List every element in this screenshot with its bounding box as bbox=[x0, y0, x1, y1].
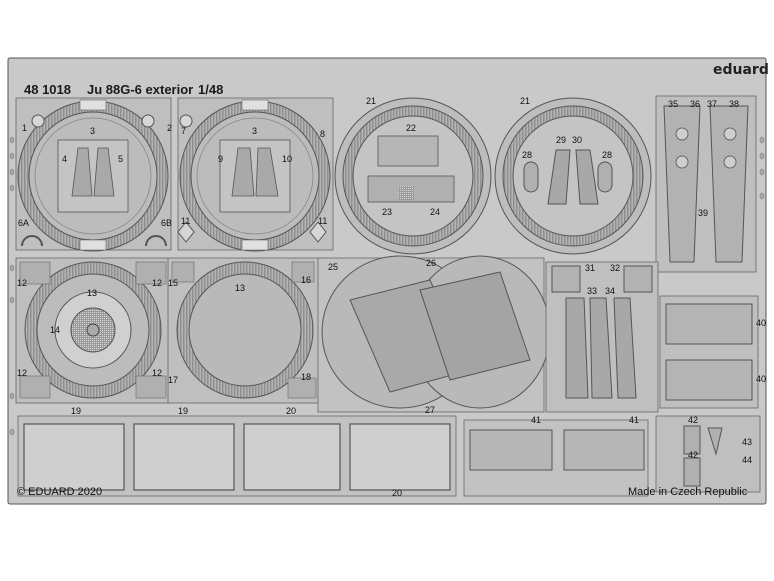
attachment-dots bbox=[9, 136, 765, 436]
part-number: 25 bbox=[328, 262, 338, 272]
part-number: 21 bbox=[520, 96, 530, 106]
panel-parts bbox=[659, 295, 759, 409]
part-number: 10 bbox=[282, 154, 292, 164]
part-number: 39 bbox=[698, 208, 708, 218]
part-number: 35 bbox=[668, 99, 678, 109]
set-number: 48 1018 bbox=[24, 82, 71, 97]
part-number: 33 bbox=[587, 286, 597, 296]
part-number-labels: 1 2 3 3 4 5 6A 6B 7 8 9 10 11 11 12 12 1… bbox=[17, 96, 766, 465]
part-number: 44 bbox=[742, 455, 752, 465]
flap-disc bbox=[317, 255, 551, 413]
part-number: 8 bbox=[320, 129, 325, 139]
part-number: 6B bbox=[161, 218, 172, 228]
part-number: 19 bbox=[178, 406, 188, 416]
fret-center-number: 20 bbox=[392, 488, 403, 498]
part-number: 23 bbox=[382, 207, 392, 217]
vent-parts bbox=[545, 261, 659, 413]
bottom-panels bbox=[17, 415, 761, 497]
set-title: Ju 88G-6 exterior bbox=[87, 82, 194, 97]
part-number: 43 bbox=[742, 437, 752, 447]
part-number: 38 bbox=[729, 99, 739, 109]
part-number: 15 bbox=[168, 278, 178, 288]
part-number: 27 bbox=[425, 405, 435, 415]
part-number: 40 bbox=[756, 318, 766, 328]
part-number: 26 bbox=[426, 258, 436, 268]
part-number: 7 bbox=[181, 126, 186, 136]
part-number: 42 bbox=[688, 415, 698, 425]
part-number: 12 bbox=[17, 368, 27, 378]
part-number: 28 bbox=[602, 150, 612, 160]
intake-disc-right bbox=[167, 257, 324, 404]
intake-disc-left bbox=[15, 257, 172, 404]
part-number: 21 bbox=[366, 96, 376, 106]
scale-label: 1/48 bbox=[198, 82, 224, 97]
cowl-ring-right bbox=[494, 97, 652, 255]
part-number: 24 bbox=[430, 207, 440, 217]
part-number: 16 bbox=[301, 275, 311, 285]
part-number: 12 bbox=[152, 278, 162, 288]
part-number: 11 bbox=[318, 216, 327, 226]
strip-parts bbox=[655, 95, 757, 273]
origin-text: Made in Czech Republic bbox=[628, 486, 748, 498]
wheel-ring-right bbox=[177, 97, 334, 252]
part-number: 37 bbox=[707, 99, 717, 109]
eduard-logo: eduard bbox=[713, 62, 769, 78]
part-number: 12 bbox=[17, 278, 27, 288]
part-number: 34 bbox=[605, 286, 615, 296]
part-number: 42 bbox=[688, 450, 698, 460]
part-number: 4 bbox=[62, 154, 67, 164]
part-number: 2 bbox=[167, 123, 172, 133]
copyright-text: © EDUARD 2020 bbox=[17, 486, 103, 498]
part-number: 5 bbox=[118, 154, 123, 164]
part-number: 3 bbox=[90, 126, 95, 136]
part-number: 13 bbox=[235, 283, 245, 293]
part-number: 41 bbox=[629, 415, 639, 425]
part-number: 13 bbox=[87, 288, 97, 298]
part-number: 31 bbox=[585, 263, 595, 273]
part-number: 28 bbox=[522, 150, 532, 160]
part-number: 36 bbox=[690, 99, 700, 109]
part-number: 19 bbox=[71, 406, 81, 416]
part-number: 40 bbox=[756, 374, 766, 384]
part-number: 11 bbox=[181, 216, 190, 226]
part-number: 41 bbox=[531, 415, 541, 425]
cowl-ring-left bbox=[334, 97, 492, 255]
part-number: 17 bbox=[168, 375, 178, 385]
part-number: 18 bbox=[301, 372, 311, 382]
part-number: 29 bbox=[556, 135, 566, 145]
part-number: 12 bbox=[152, 368, 162, 378]
part-number: 20 bbox=[286, 406, 296, 416]
wheel-ring-left bbox=[15, 97, 172, 252]
part-number: 9 bbox=[218, 154, 223, 164]
part-number: 3 bbox=[252, 126, 257, 136]
part-number: 6A bbox=[18, 218, 29, 228]
part-number: 1 bbox=[22, 123, 27, 133]
part-number: 22 bbox=[406, 123, 416, 133]
part-number: 30 bbox=[572, 135, 582, 145]
part-number: 14 bbox=[50, 325, 60, 335]
part-number: 32 bbox=[610, 263, 620, 273]
